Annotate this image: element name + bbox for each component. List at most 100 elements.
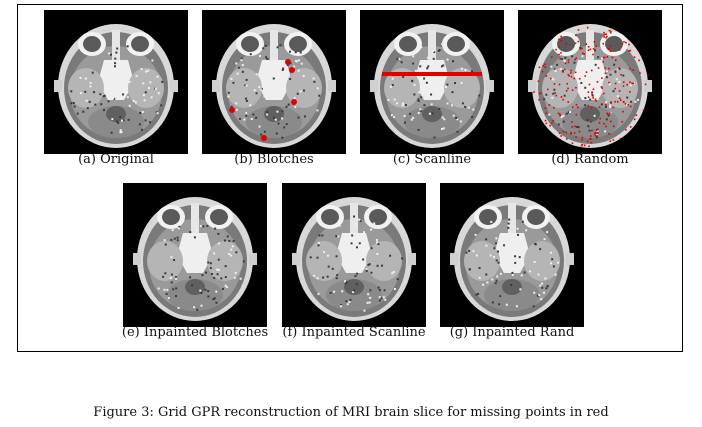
missing-point bbox=[586, 140, 589, 143]
missing-point bbox=[591, 93, 593, 96]
missing-point bbox=[614, 71, 617, 74]
missing-point bbox=[558, 83, 561, 86]
missing-point bbox=[614, 59, 617, 62]
panel-caption-a: (a) Original bbox=[78, 152, 154, 167]
missing-point bbox=[573, 132, 576, 134]
missing-point bbox=[626, 83, 628, 86]
missing-point bbox=[614, 87, 616, 90]
missing-point bbox=[566, 82, 568, 85]
mri-image-random bbox=[518, 10, 662, 154]
missing-point bbox=[589, 135, 592, 137]
missing-point bbox=[559, 114, 561, 117]
missing-point bbox=[581, 136, 584, 139]
missing-point bbox=[620, 73, 622, 76]
missing-point bbox=[603, 92, 605, 95]
missing-point bbox=[568, 74, 571, 77]
missing-point bbox=[629, 126, 632, 128]
missing-point bbox=[609, 112, 611, 115]
missing-point bbox=[553, 83, 556, 85]
missing-point bbox=[581, 52, 584, 55]
missing-point bbox=[629, 49, 632, 52]
missing-point bbox=[571, 126, 574, 128]
missing-point bbox=[570, 69, 572, 72]
missing-point bbox=[604, 103, 607, 106]
missing-point bbox=[631, 82, 633, 85]
missing-point bbox=[608, 81, 610, 84]
missing-point bbox=[578, 77, 581, 80]
missing-point bbox=[619, 99, 622, 102]
missing-point bbox=[581, 47, 583, 50]
missing-point bbox=[594, 98, 597, 101]
missing-point bbox=[642, 109, 645, 111]
panel-caption-e: (e) Inpainted Blotches bbox=[121, 325, 269, 340]
missing-point bbox=[567, 101, 570, 103]
brain-slice-graphic bbox=[123, 183, 267, 327]
missing-point bbox=[575, 57, 578, 59]
missing-point bbox=[605, 36, 607, 39]
missing-point bbox=[618, 67, 620, 69]
missing-point bbox=[552, 106, 555, 109]
missing-point bbox=[633, 118, 636, 121]
missing-point bbox=[583, 53, 586, 55]
missing-point bbox=[565, 43, 568, 45]
missing-point bbox=[562, 98, 564, 101]
panel-caption-g: (g) Inpainted Rand bbox=[449, 325, 575, 340]
missing-point bbox=[583, 144, 586, 147]
missing-point bbox=[559, 113, 561, 116]
missing-point bbox=[625, 128, 627, 131]
missing-point bbox=[587, 91, 590, 93]
missing-point bbox=[644, 83, 647, 86]
missing-point bbox=[554, 92, 556, 94]
brain-slice-graphic bbox=[360, 10, 504, 154]
missing-point bbox=[606, 55, 609, 58]
missing-point bbox=[545, 122, 548, 125]
mri-image-inpainted-rand bbox=[440, 183, 584, 327]
mri-image-original bbox=[44, 10, 188, 154]
brain-slice-graphic bbox=[440, 183, 584, 327]
missing-point bbox=[590, 69, 593, 72]
missing-point bbox=[618, 49, 621, 51]
missing-point bbox=[542, 64, 545, 67]
missing-point bbox=[604, 67, 606, 69]
missing-point bbox=[614, 100, 616, 103]
figure-caption: Figure 3: Grid GPR reconstruction of MRI… bbox=[93, 405, 609, 420]
missing-point bbox=[592, 53, 594, 56]
missing-point bbox=[550, 56, 553, 58]
missing-point bbox=[590, 106, 593, 109]
missing-point bbox=[560, 52, 562, 54]
missing-point bbox=[558, 53, 560, 56]
missing-point bbox=[572, 106, 574, 109]
missing-point bbox=[619, 137, 622, 140]
missing-point bbox=[560, 96, 563, 98]
missing-point bbox=[569, 132, 572, 135]
missing-point bbox=[612, 139, 615, 141]
missing-point bbox=[544, 63, 546, 66]
brain-slice-graphic bbox=[44, 10, 188, 154]
missing-point bbox=[598, 106, 601, 109]
missing-point bbox=[639, 72, 641, 74]
missing-point bbox=[592, 97, 594, 99]
missing-point bbox=[609, 140, 612, 142]
missing-point bbox=[587, 46, 590, 48]
missing-point bbox=[616, 100, 619, 103]
missing-point bbox=[585, 43, 588, 46]
missing-point bbox=[574, 125, 576, 128]
missing-point bbox=[567, 73, 570, 76]
missing-point bbox=[585, 71, 588, 73]
missing-point bbox=[558, 46, 560, 48]
missing-point bbox=[624, 102, 627, 105]
missing-blotch bbox=[285, 59, 291, 65]
missing-point bbox=[584, 75, 587, 77]
missing-point bbox=[595, 100, 598, 102]
missing-point bbox=[571, 89, 574, 91]
missing-point bbox=[575, 34, 577, 37]
missing-point bbox=[614, 82, 617, 85]
missing-point bbox=[629, 91, 631, 93]
missing-point bbox=[604, 72, 607, 75]
missing-point bbox=[574, 58, 576, 61]
missing-point bbox=[538, 66, 541, 69]
missing-scanline bbox=[382, 72, 482, 76]
missing-point bbox=[544, 66, 547, 68]
missing-point bbox=[602, 42, 605, 45]
missing-point bbox=[575, 103, 578, 106]
